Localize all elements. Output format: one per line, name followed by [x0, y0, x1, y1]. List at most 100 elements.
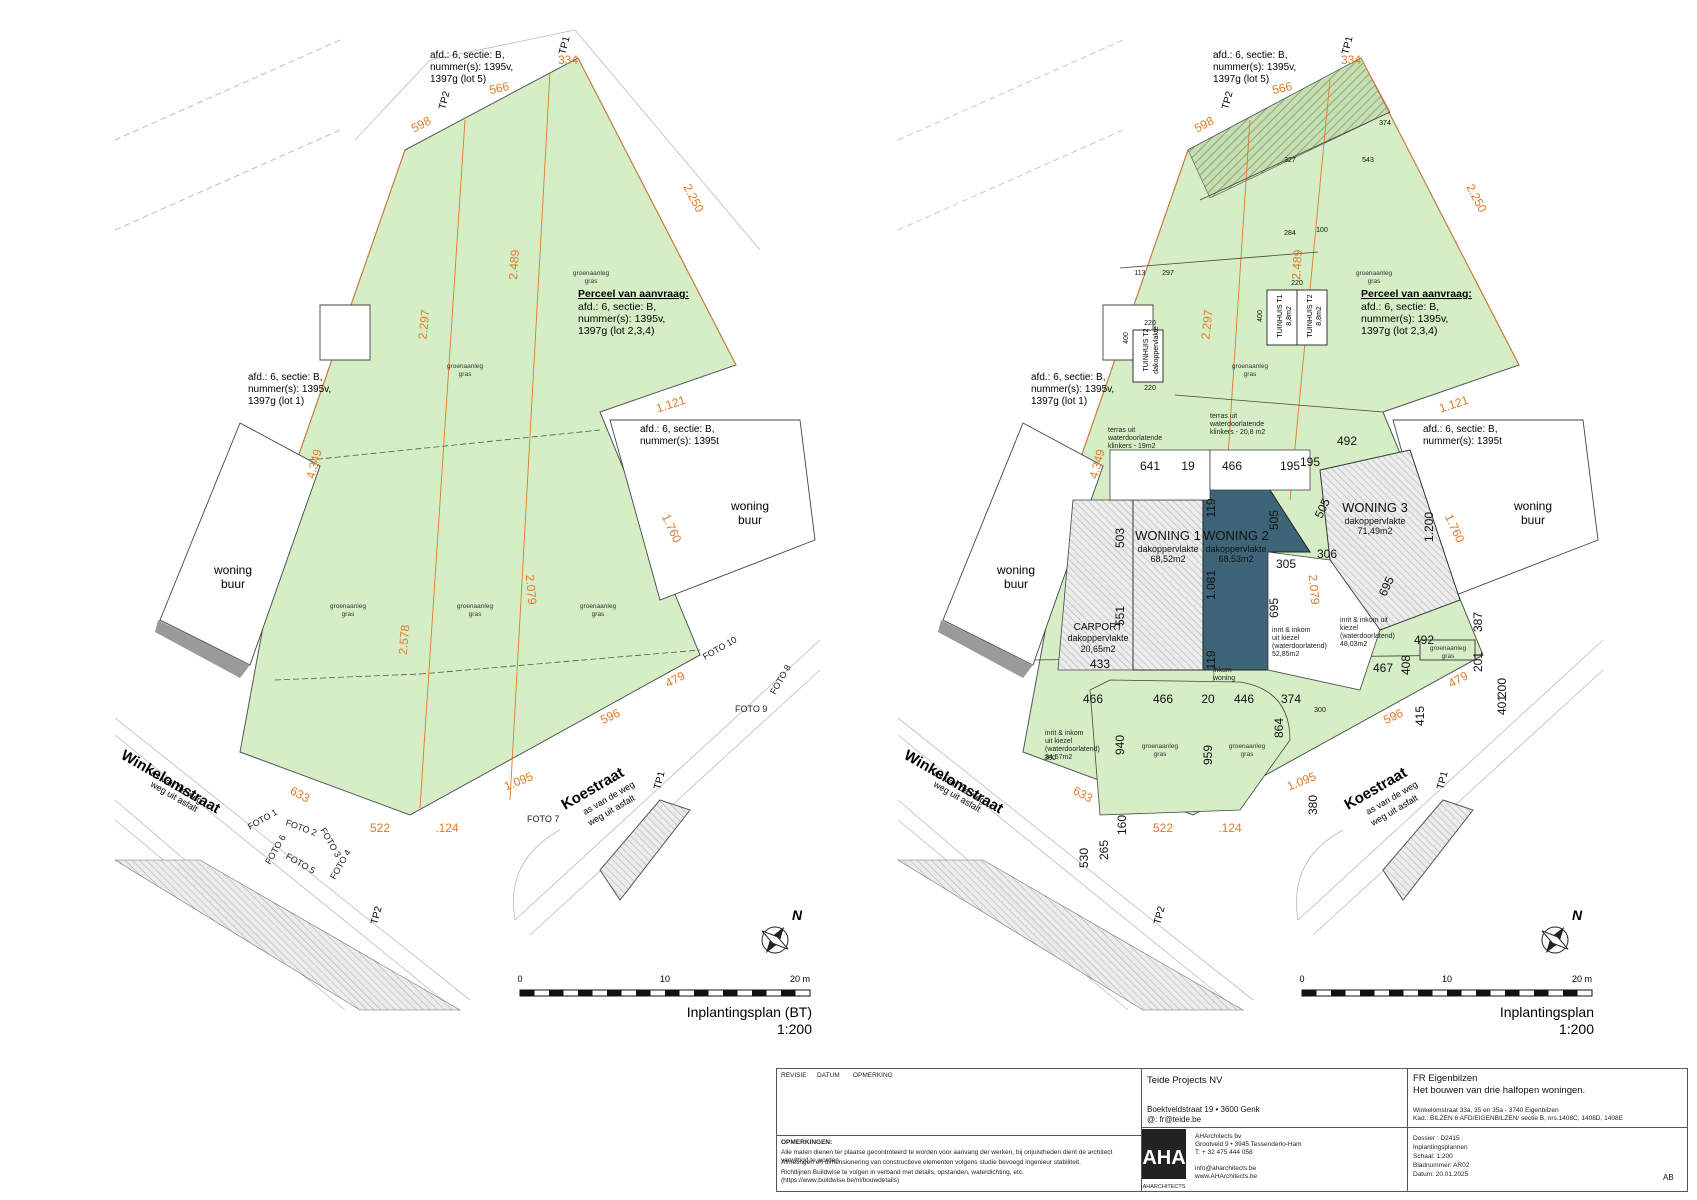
- svg-text:gras: gras: [1241, 751, 1254, 758]
- svg-text:466: 466: [1222, 459, 1242, 473]
- svg-text:300: 300: [1044, 755, 1056, 762]
- tuinhuis-mid1-title: TUINHUIS T1: [1277, 294, 1284, 337]
- svg-text:401: 401: [1495, 695, 1509, 715]
- sheet-scale: Schaal: 1:200: [1413, 1153, 1453, 1160]
- svg-text:2.489: 2.489: [1289, 249, 1305, 280]
- north-label: N: [792, 907, 803, 923]
- svg-text:200: 200: [1495, 678, 1509, 698]
- svg-text:groenaanleg: groenaanleg: [1229, 743, 1266, 750]
- svg-text:19: 19: [1181, 459, 1195, 473]
- svg-text:695: 695: [1267, 598, 1281, 618]
- dim-598: 598: [409, 113, 434, 135]
- inrit-right-l1: inrit & inkom uit: [1340, 617, 1388, 624]
- svg-text:gras: gras: [1154, 751, 1167, 758]
- svg-text:492: 492: [1337, 434, 1357, 448]
- svg-text:TP1: TP1: [1435, 770, 1450, 791]
- terras-1-l2: waterdoorlatende: [1107, 435, 1162, 442]
- svg-text:119: 119: [1204, 650, 1218, 669]
- green-label-sub: gras: [592, 611, 605, 618]
- neighbor-top-2: nummer(s): 1395v,: [430, 62, 513, 73]
- architect-email: info@aharchitects.be: [1195, 1165, 1257, 1172]
- svg-text:408: 408: [1399, 655, 1413, 675]
- tuinhuis-mid2-area: 8,8m2: [1316, 306, 1323, 326]
- svg-text:297: 297: [1162, 270, 1174, 277]
- svg-text:446: 446: [1234, 692, 1254, 706]
- svg-text:TP2: TP2: [1152, 905, 1167, 926]
- dim-2079: 2.079: [523, 574, 540, 605]
- svg-text:530: 530: [1077, 848, 1091, 868]
- green-label-sub: gras: [585, 278, 598, 285]
- client-email: @: fr@teide.be: [1147, 1115, 1202, 1124]
- inrit-left-l3: (waterdoorlatend): [1045, 746, 1100, 753]
- photo-7: FOTO 7: [527, 814, 559, 824]
- neighbor-right-1-r: afd.: 6, sectie: B,: [1423, 424, 1497, 435]
- green-label: groenaanleg: [447, 363, 484, 370]
- project-title: FR Eigenbilzen: [1413, 1073, 1478, 1084]
- project-desc: Het bouwen van drie halfopen woningen.: [1413, 1085, 1586, 1096]
- dim-522: 522: [370, 821, 390, 835]
- svg-text:220: 220: [1144, 320, 1156, 327]
- inrit-mid-l3: (waterdoorlatend): [1272, 643, 1327, 650]
- svg-text:467: 467: [1373, 661, 1393, 675]
- architect-3: T: + 32 475 444 058: [1195, 1149, 1253, 1156]
- project-address: Winkelomstraat 33a, 35 en 35a - 3740 Eig…: [1413, 1107, 1559, 1114]
- dim-334: 334: [558, 53, 578, 67]
- svg-text:groenaanleg: groenaanleg: [1356, 270, 1393, 277]
- svg-text:374: 374: [1281, 692, 1301, 706]
- svg-text:503: 503: [1113, 528, 1127, 548]
- dim-1095: 1.095: [502, 769, 535, 793]
- svg-text:433: 433: [1090, 657, 1110, 671]
- house-label-left-r-2: buur: [1004, 577, 1028, 591]
- aha-logo: AHA AHARCHITECTS: [1142, 1129, 1186, 1191]
- green-label-sub: gras: [469, 611, 482, 618]
- parcel-line-2: nummer(s): 1395v,: [578, 313, 665, 325]
- svg-text:10: 10: [1442, 974, 1452, 984]
- sheet-number: Bladnummer: AR02: [1413, 1162, 1470, 1169]
- svg-text:201: 201: [1471, 652, 1485, 672]
- svg-text:AHARCHITECTS: AHARCHITECTS: [1143, 1184, 1186, 1190]
- tuinhuis-left-sub: dakoppervlakte: [1153, 326, 1160, 374]
- inrit-mid-l2: uit kiezel: [1272, 635, 1300, 642]
- svg-text:113: 113: [1134, 270, 1145, 277]
- neighbor-right-2-r: nummer(s): 1395t: [1423, 436, 1502, 447]
- svg-text:220: 220: [1291, 280, 1303, 287]
- svg-text:2.297: 2.297: [1198, 309, 1215, 341]
- parcel-line-1: afd.: 6, sectie: B,: [578, 301, 656, 313]
- tuinhuis-mid-2: [1296, 289, 1328, 346]
- house-label-right: woning: [730, 499, 769, 513]
- inrit-right-l2: kiezel: [1340, 625, 1358, 632]
- svg-text:1.095: 1.095: [1285, 769, 1318, 793]
- green-label: groenaanleg: [457, 603, 494, 610]
- initials: AB: [1663, 1173, 1674, 1182]
- woning1-title: WONING 1: [1135, 528, 1201, 543]
- inrit-left-l2: uit kiezel: [1045, 738, 1073, 745]
- svg-text:AHA: AHA: [1142, 1147, 1185, 1169]
- house-label-left-r: woning: [996, 563, 1035, 577]
- green-label: groenaanleg: [580, 603, 617, 610]
- svg-text:551: 551: [1113, 606, 1127, 626]
- north-arrow-icon: [761, 926, 789, 954]
- svg-text:305: 305: [1276, 557, 1296, 571]
- architect-1: AHArchitects bv: [1195, 1133, 1242, 1140]
- north-arrow-icon: [1541, 926, 1569, 954]
- inrit-right-l4: 48,03m2: [1340, 641, 1367, 648]
- svg-text:598: 598: [1192, 113, 1217, 135]
- rev-header: REVISIE: [781, 1072, 807, 1079]
- inkom-woning-l1: inkom: [1213, 667, 1232, 674]
- house-label-right-2: buur: [738, 513, 762, 527]
- carport-area: 20,65m2: [1080, 644, 1115, 654]
- sheet-title: Inplantingsplannen: [1413, 1144, 1468, 1151]
- neighbor-left-1: afd.: 6, sectie: B,: [248, 372, 322, 383]
- svg-text:gras: gras: [1442, 653, 1455, 660]
- svg-text:466: 466: [1083, 692, 1103, 706]
- svg-text:160: 160: [1115, 815, 1129, 835]
- svg-text:415: 415: [1413, 706, 1427, 726]
- svg-text:1.121: 1.121: [1437, 393, 1470, 416]
- woning3-title: WONING 3: [1342, 500, 1408, 515]
- house-label-left-2: buur: [221, 577, 245, 591]
- date-header: DATUM: [817, 1072, 840, 1079]
- neighbor-top-1-r: afd.: 6, sectie: B,: [1213, 50, 1287, 61]
- tp1-top: TP1: [557, 35, 572, 56]
- svg-text:TP1: TP1: [1340, 35, 1355, 56]
- dim-124: .124: [435, 821, 459, 835]
